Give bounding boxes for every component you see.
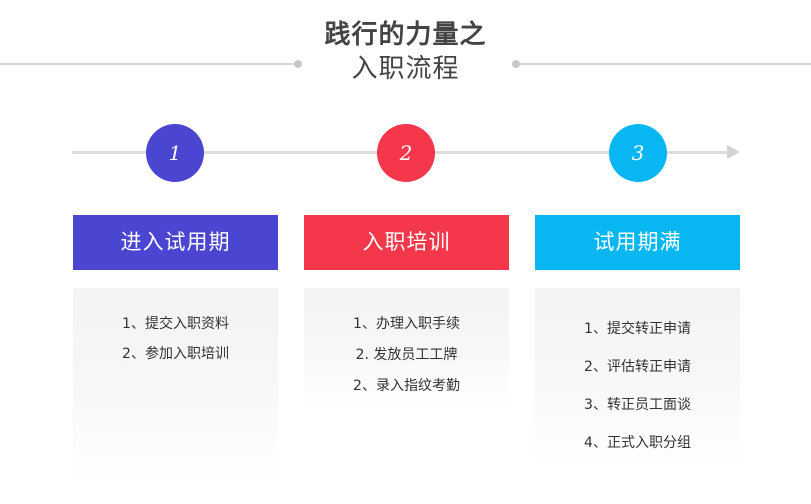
step-2-item: 1、办理入职手续 [353,316,460,332]
title-line-2: 入职流程 [351,54,460,84]
step-3-card: 1、提交转正申请 2、评估转正申请 3、转正员工面谈 4、正式入职分组 [535,288,740,464]
step-2-item: 2、录入指纹考勤 [353,378,460,394]
step-2-title: 入职培训 [304,215,509,270]
title-divider-right-dot [512,60,520,68]
step-1-title: 进入试用期 [73,215,278,270]
step-3-item: 3、转正员工面谈 [584,397,691,413]
step-2-item-list: 1、办理入职手续 2. 发放员工工牌 2、录入指纹考勤 [304,288,509,395]
title-divider-left [0,63,295,65]
title-line-1: 践行的力量之 [324,20,487,50]
step-1-card: 1、提交入职资料 2、参加入职培训 [73,288,278,480]
step-3-number-circle: 3 [609,124,667,182]
step-3-title: 试用期满 [535,215,740,270]
step-1-item: 1、提交入职资料 [122,316,229,332]
step-1-item-list: 1、提交入职资料 2、参加入职培训 [73,288,278,363]
step-1-item: 2、参加入职培训 [122,346,229,362]
step-1-number-circle: 1 [146,124,204,182]
step-3-item: 2、评估转正申请 [584,359,691,375]
title-divider-right [516,63,811,65]
step-2-card: 1、办理入职手续 2. 发放员工工牌 2、录入指纹考勤 [304,288,509,410]
title-divider-left-dot [294,60,302,68]
step-2-number-circle: 2 [377,124,435,182]
timeline-arrow-icon [727,145,740,159]
step-3-item: 4、正式入职分组 [584,435,691,451]
page-title: 践行的力量之 入职流程 [0,18,811,86]
step-2-item: 2. 发放员工工牌 [355,347,458,363]
step-3-item: 1、提交转正申请 [584,321,691,337]
step-3-item-list: 1、提交转正申请 2、评估转正申请 3、转正员工面谈 4、正式入职分组 [535,288,740,452]
